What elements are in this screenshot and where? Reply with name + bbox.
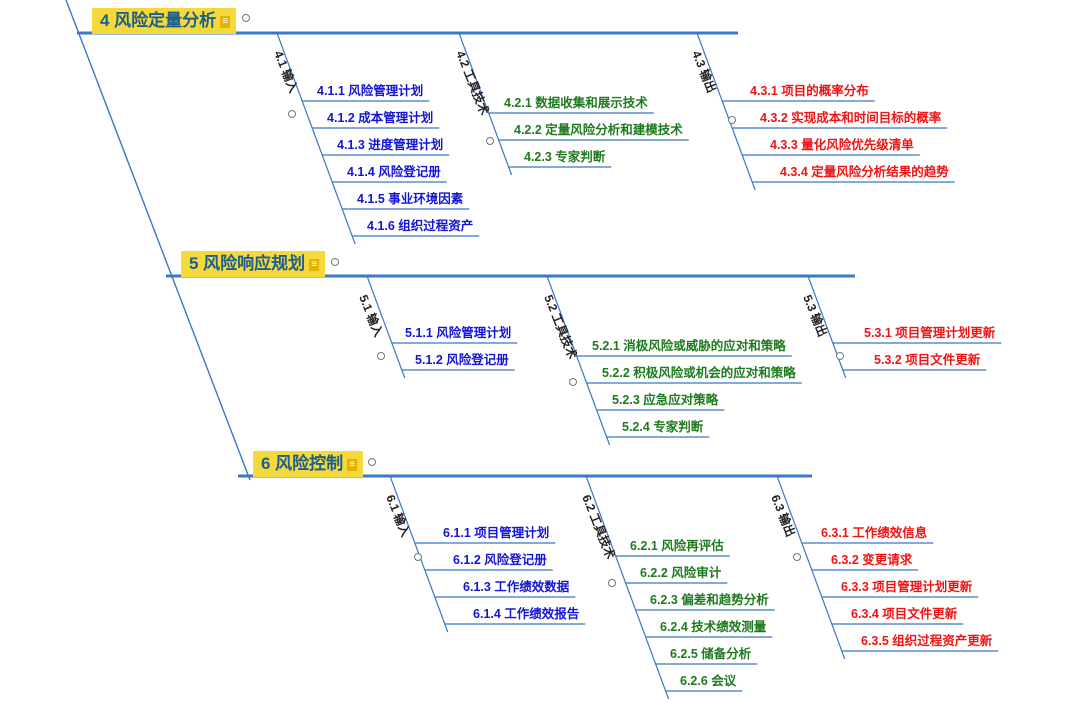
leaf-item[interactable]: 4.1.6 组织过程资产	[367, 219, 474, 233]
leaf-item[interactable]: 6.2.6 会议	[680, 674, 737, 688]
topic-title: 4 风险定量分析	[100, 11, 217, 30]
leaf-item[interactable]: 4.1.2 成本管理计划	[327, 111, 434, 125]
leaf-item[interactable]: 4.3.4 定量风险分析结果的趋势	[780, 165, 949, 179]
leaf-item[interactable]: 6.2.2 风险审计	[640, 566, 722, 580]
collapse-toggle-icon[interactable]	[368, 458, 376, 466]
topic-5[interactable]: 5 风险响应规划≡	[181, 251, 326, 277]
leaf-item[interactable]: 5.3.1 项目管理计划更新	[864, 326, 996, 340]
leaf-item[interactable]: 6.1.4 工作绩效报告	[473, 607, 580, 621]
leaf-item[interactable]: 4.2.1 数据收集和展示技术	[504, 96, 648, 110]
leaf-item[interactable]: 4.1.3 进度管理计划	[337, 138, 444, 152]
leaf-item[interactable]: 6.2.4 技术绩效测量	[660, 620, 767, 634]
collapse-toggle-icon[interactable]	[569, 378, 577, 386]
leaf-item[interactable]: 5.2.3 应急应对策略	[612, 393, 719, 407]
connector-line	[807, 275, 847, 379]
collapse-toggle-icon[interactable]	[331, 258, 339, 266]
leaf-item[interactable]: 6.1.3 工作绩效数据	[463, 580, 570, 594]
connector-line	[65, 0, 251, 481]
note-icon[interactable]: ≡	[220, 15, 231, 28]
leaf-item[interactable]: 4.1.5 事业环境因素	[357, 192, 464, 206]
collapse-toggle-icon[interactable]	[836, 352, 844, 360]
leaf-item[interactable]: 4.3.2 实现成本和时间目标的概率	[760, 111, 942, 125]
leaf-item[interactable]: 5.1.2 风险登记册	[415, 353, 509, 367]
leaf-item[interactable]: 4.2.3 专家判断	[524, 150, 606, 164]
leaf-item[interactable]: 5.3.2 项目文件更新	[874, 353, 981, 367]
leaf-item[interactable]: 6.2.3 偏差和趋势分析	[650, 593, 769, 607]
collapse-toggle-icon[interactable]	[793, 553, 801, 561]
leaf-item[interactable]: 5.2.4 专家判断	[622, 420, 704, 434]
leaf-item[interactable]: 6.3.5 组织过程资产更新	[861, 634, 993, 648]
leaf-item[interactable]: 6.1.1 项目管理计划	[443, 526, 550, 540]
leaf-item[interactable]: 5.1.1 风险管理计划	[405, 326, 512, 340]
topic-title: 6 风险控制	[261, 454, 344, 473]
connector-line	[696, 32, 756, 191]
topic-4[interactable]: 4 风险定量分析≡	[92, 8, 237, 34]
leaf-item[interactable]: 4.2.2 定量风险分析和建模技术	[514, 123, 683, 137]
connector-line	[366, 275, 406, 379]
leaf-item[interactable]: 4.1.4 风险登记册	[347, 165, 441, 179]
leaf-item[interactable]: 6.3.1 工作绩效信息	[821, 526, 928, 540]
leaf-item[interactable]: 6.3.4 项目文件更新	[851, 607, 958, 621]
note-icon[interactable]: ≡	[309, 258, 320, 271]
connector-line	[776, 475, 846, 660]
leaf-item[interactable]: 6.2.1 风险再评估	[630, 539, 724, 553]
collapse-toggle-icon[interactable]	[414, 553, 422, 561]
connector-line	[276, 32, 356, 245]
topic-6[interactable]: 6 风险控制≡	[253, 451, 364, 477]
collapse-toggle-icon[interactable]	[608, 579, 616, 587]
connector-line	[585, 475, 670, 700]
connector-line	[546, 275, 611, 446]
leaf-item[interactable]: 4.3.1 项目的概率分布	[750, 84, 869, 98]
collapse-toggle-icon[interactable]	[486, 137, 494, 145]
leaf-item[interactable]: 5.2.1 消极风险或威胁的应对和策略	[592, 339, 786, 353]
leaf-item[interactable]: 4.3.3 量化风险优先级清单	[770, 138, 914, 152]
connector-line	[458, 32, 513, 176]
note-icon[interactable]: ≡	[347, 458, 358, 471]
leaf-item[interactable]: 6.3.3 项目管理计划更新	[841, 580, 973, 594]
leaf-item[interactable]: 4.1.1 风险管理计划	[317, 84, 424, 98]
leaf-item[interactable]: 6.2.5 储备分析	[670, 647, 752, 661]
collapse-toggle-icon[interactable]	[242, 14, 250, 22]
leaf-item[interactable]: 6.3.2 变更请求	[831, 553, 913, 567]
leaf-item[interactable]: 5.2.2 积极风险或机会的应对和策略	[602, 366, 796, 380]
leaf-item[interactable]: 6.1.2 风险登记册	[453, 553, 547, 567]
topic-title: 5 风险响应规划	[189, 254, 306, 273]
collapse-toggle-icon[interactable]	[288, 110, 296, 118]
collapse-toggle-icon[interactable]	[377, 352, 385, 360]
collapse-toggle-icon[interactable]	[728, 116, 736, 124]
